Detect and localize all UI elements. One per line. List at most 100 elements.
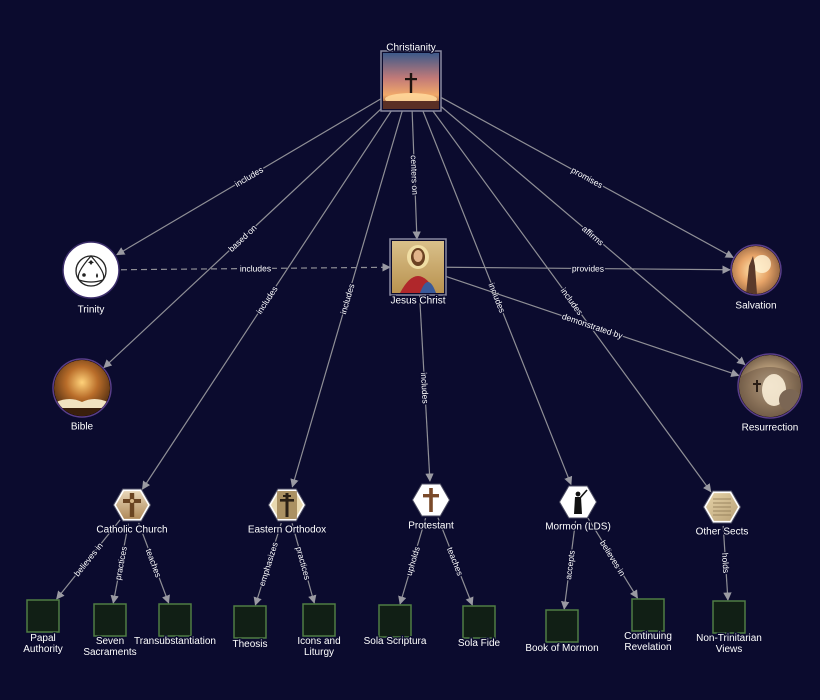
node-bible[interactable]: Bible	[52, 358, 112, 434]
papal-square	[26, 599, 60, 633]
node-label-resurrection: Resurrection	[742, 423, 799, 434]
edge-label-christianity-salvation: promises	[570, 165, 605, 190]
theosis-square	[233, 605, 267, 639]
node-catholic[interactable]: Catholic Church	[95, 488, 169, 537]
node-other[interactable]: Other Sects	[694, 490, 750, 539]
edge-label-trinity-jesus: includes	[240, 263, 271, 273]
edge-label-christianity-catholic: includes	[254, 284, 279, 316]
edge-label-protestant-scriptura: upholds	[404, 545, 422, 576]
edge-label-christianity-orthodox: includes	[338, 283, 356, 316]
node-label-protestant: Protestant	[408, 521, 454, 532]
plain-cross-icon	[415, 486, 447, 514]
revelation-square	[631, 598, 665, 632]
edge-label-mormon-revelation: believes in	[598, 538, 628, 578]
orthodox-cross-icon	[271, 491, 303, 519]
edge-label-jesus-salvation: provides	[572, 263, 604, 273]
node-jesus[interactable]: Jesus Christ	[389, 238, 447, 308]
node-label-other: Other Sects	[696, 527, 749, 538]
node-label-christianity: Christianity	[386, 43, 435, 54]
edge-christianity-jesus	[411, 110, 421, 240]
edge-label-protestant-fide: teaches	[445, 546, 465, 577]
edge-mormon-revelation	[587, 517, 638, 599]
edge-protestant-fide	[437, 517, 474, 606]
node-label-mormon: Mormon (LDS)	[545, 522, 611, 533]
edge-jesus-resurrection	[445, 275, 740, 377]
node-theosis[interactable]: Theosis	[231, 605, 269, 651]
node-fide[interactable]: Sola Fide	[457, 605, 502, 650]
edge-label-catholic-papal: believes in	[72, 540, 105, 578]
sacraments-square	[93, 603, 127, 637]
node-label-bible: Bible	[71, 422, 94, 433]
node-label-trinity: Trinity	[78, 305, 105, 316]
node-christianity[interactable]: Christianity	[380, 41, 442, 112]
node-label-orthodox: Eastern Orthodox	[248, 525, 326, 536]
edge-catholic-sacraments	[110, 523, 130, 604]
reaching-hand-icon	[732, 246, 780, 294]
node-label-transub: Transubstantiation	[134, 636, 216, 647]
edge-christianity-catholic	[141, 110, 392, 490]
node-mormon[interactable]: Mormon (LDS)	[544, 485, 612, 534]
node-label-fide: Sola Fide	[458, 638, 501, 649]
empty-tomb-icon	[739, 355, 801, 417]
edge-label-christianity-trinity: includes	[233, 164, 265, 188]
edge-mormon-bom	[560, 520, 577, 610]
node-protestant[interactable]: Protestant	[407, 483, 455, 533]
edge-christianity-other	[432, 110, 712, 493]
edge-orthodox-theosis	[253, 522, 282, 606]
scriptura-square	[378, 604, 412, 638]
node-bom[interactable]: Book of Mormon	[524, 609, 600, 655]
edge-label-catholic-sacraments: practices	[113, 546, 129, 581]
node-orthodox[interactable]: Eastern Orthodox	[247, 488, 327, 537]
open-book-icon	[54, 360, 110, 416]
node-label-jesus: Jesus Christ	[390, 296, 445, 307]
nontrin-square	[712, 600, 746, 634]
node-label-theosis: Theosis	[232, 639, 267, 650]
edge-trinity-jesus	[120, 263, 391, 272]
wooden-cross-icon	[116, 491, 148, 519]
edge-other-nontrin	[722, 525, 732, 601]
node-salvation[interactable]: Salvation	[730, 244, 782, 313]
edge-catholic-papal	[56, 519, 121, 600]
edge-christianity-orthodox	[290, 110, 403, 488]
edge-label-christianity-jesus: centers on	[409, 155, 421, 195]
edge-jesus-salvation	[445, 265, 731, 274]
edge-protestant-scriptura	[398, 518, 427, 605]
edge-christianity-mormon	[422, 110, 573, 486]
edge-label-mormon-bom: accepts	[563, 550, 577, 580]
sunrise-cross-icon	[383, 53, 439, 109]
parchment-icon	[706, 493, 738, 521]
node-trinity[interactable]: Trinity	[62, 241, 120, 317]
edge-label-christianity-bible: based on	[226, 223, 259, 254]
node-transub[interactable]: Transubstantiation	[133, 603, 217, 648]
node-label-bom: Book of Mormon	[525, 643, 598, 654]
edge-label-christianity-resurrection: affirms	[580, 224, 606, 248]
edge-christianity-trinity	[116, 98, 382, 256]
edge-orthodox-icons	[291, 523, 317, 604]
icons-square	[302, 603, 336, 637]
fide-square	[462, 605, 496, 639]
edge-label-christianity-mormon: includes	[487, 281, 508, 314]
edge-christianity-resurrection	[440, 106, 746, 366]
node-label-scriptura: Sola Scriptura	[364, 636, 427, 647]
node-scriptura[interactable]: Sola Scriptura	[362, 604, 428, 648]
edge-label-jesus-protestant: includes	[419, 372, 431, 404]
edge-label-jesus-resurrection: demonstrated by	[561, 311, 625, 341]
edge-label-orthodox-theosis: emphasizes	[257, 541, 280, 587]
edge-label-orthodox-icons: practices	[294, 545, 313, 580]
node-resurrection[interactable]: Resurrection	[737, 353, 803, 435]
angel-statue-icon	[562, 488, 594, 516]
node-label-salvation: Salvation	[735, 301, 776, 312]
edge-christianity-salvation	[440, 96, 734, 259]
edge-christianity-bible	[103, 108, 382, 369]
edge-label-other-nontrin: holds	[720, 553, 731, 574]
